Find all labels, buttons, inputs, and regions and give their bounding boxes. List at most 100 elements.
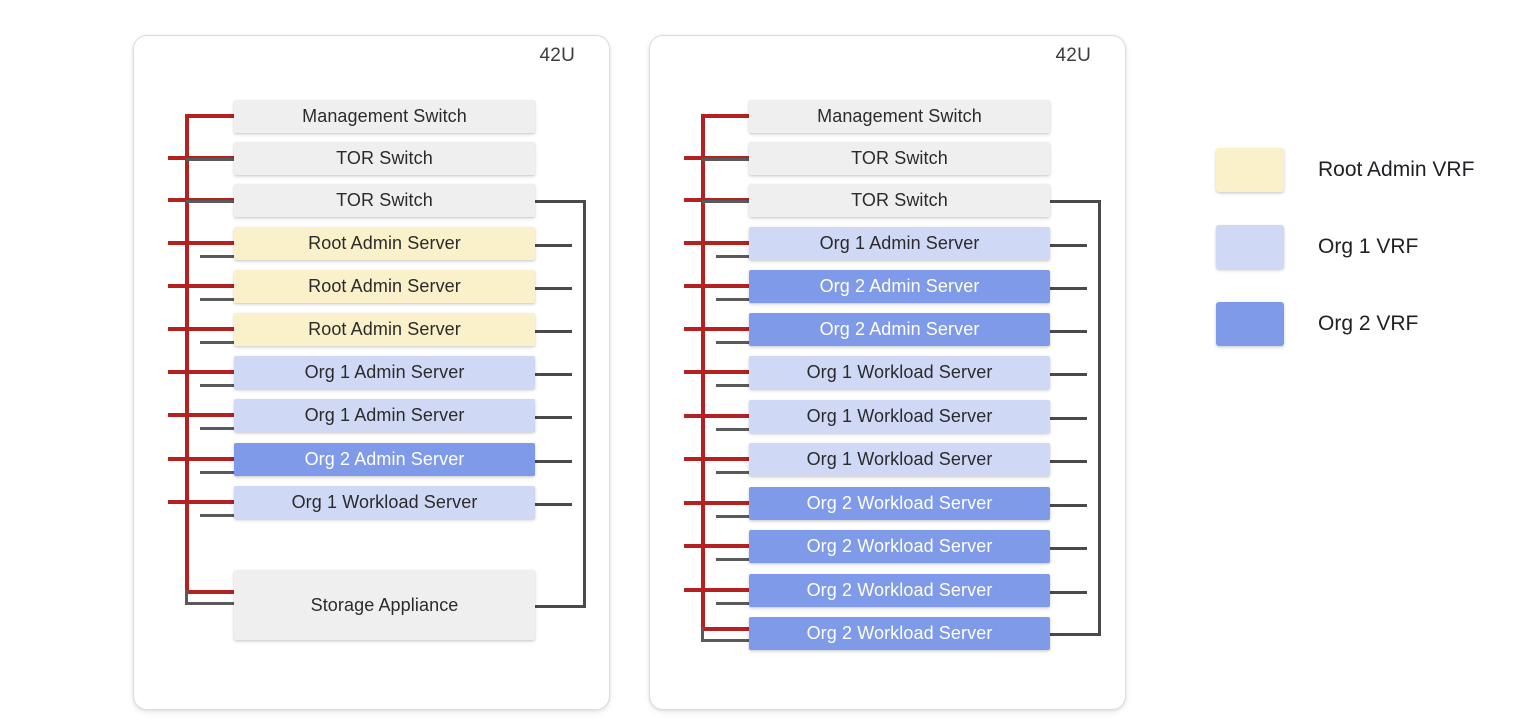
uplink-cable-bottom bbox=[535, 605, 586, 608]
data-cable-stub bbox=[200, 341, 234, 344]
rack-unit-org-1-workload-server[interactable]: Org 1 Workload Server bbox=[749, 356, 1050, 389]
uplink-cable-stub bbox=[1050, 373, 1087, 376]
power-cable-stub bbox=[185, 114, 234, 118]
uplink-cable-stub bbox=[1050, 460, 1087, 463]
data-cable-stub bbox=[716, 471, 749, 474]
uplink-cable-stub bbox=[535, 330, 572, 333]
power-cable-stub bbox=[684, 588, 749, 592]
data-cable-stub bbox=[200, 427, 234, 430]
data-cable-vertical bbox=[701, 627, 704, 642]
data-cable-stub bbox=[716, 341, 749, 344]
rack-unit-label: Org 2 Admin Server bbox=[819, 276, 980, 296]
uplink-cable-top bbox=[535, 200, 586, 203]
rack-unit-org-2-workload-server[interactable]: Org 2 Workload Server bbox=[749, 530, 1050, 563]
data-cable-stub bbox=[716, 255, 749, 258]
uplink-cable-top bbox=[1050, 200, 1101, 203]
rack-unit-tor-switch[interactable]: TOR Switch bbox=[749, 184, 1050, 217]
legend-swatch-org2-vrf bbox=[1216, 302, 1284, 346]
rack-unit-label: Org 1 Admin Server bbox=[819, 233, 980, 253]
uplink-cable-stub bbox=[1050, 330, 1087, 333]
data-cable-stub bbox=[200, 514, 234, 517]
power-cable-stub bbox=[684, 370, 749, 374]
rack-left-capacity-label: 42U bbox=[539, 45, 575, 66]
power-cable-stub bbox=[168, 241, 234, 245]
rack-unit-label: TOR Switch bbox=[851, 148, 948, 168]
rack-unit-management-switch[interactable]: Management Switch bbox=[749, 100, 1050, 133]
rack-unit-org-1-admin-server[interactable]: Org 1 Admin Server bbox=[749, 227, 1050, 260]
uplink-cable-stub bbox=[1050, 504, 1087, 507]
rack-unit-org-1-admin-server[interactable]: Org 1 Admin Server bbox=[234, 399, 535, 432]
uplink-cable-stub bbox=[535, 416, 572, 419]
uplink-cable-stub bbox=[535, 244, 572, 247]
rack-unit-management-switch[interactable]: Management Switch bbox=[234, 100, 535, 133]
rack-unit-label: Root Admin Server bbox=[308, 319, 461, 339]
rack-unit-tor-switch[interactable]: TOR Switch bbox=[234, 142, 535, 175]
rack-unit-org-2-admin-server[interactable]: Org 2 Admin Server bbox=[749, 313, 1050, 346]
rack-unit-org-2-admin-server[interactable]: Org 2 Admin Server bbox=[234, 443, 535, 476]
rack-unit-org-1-workload-server[interactable]: Org 1 Workload Server bbox=[749, 400, 1050, 433]
rack-unit-storage-appliance[interactable]: Storage Appliance bbox=[234, 570, 535, 640]
data-cable-stub bbox=[716, 428, 749, 431]
uplink-cable-bottom bbox=[1050, 633, 1101, 636]
rack-unit-label: Org 2 Admin Server bbox=[304, 449, 465, 469]
uplink-cable-stub bbox=[1050, 591, 1087, 594]
legend-label-org2-vrf: Org 2 VRF bbox=[1318, 312, 1419, 335]
data-cable-stub bbox=[200, 384, 234, 387]
rack-unit-org-1-workload-server[interactable]: Org 1 Workload Server bbox=[749, 443, 1050, 476]
data-cable-stub bbox=[701, 639, 749, 642]
rack-unit-label: Storage Appliance bbox=[310, 594, 459, 615]
rack-unit-label: Org 1 Workload Server bbox=[806, 406, 993, 426]
power-cable-stub bbox=[168, 413, 234, 417]
data-cable-stub bbox=[716, 515, 749, 518]
data-cable-stub bbox=[716, 602, 749, 605]
power-cable-stub bbox=[168, 284, 234, 288]
power-bus-vertical bbox=[185, 116, 189, 590]
uplink-bus-vertical bbox=[583, 200, 586, 608]
rack-unit-label: Org 1 Workload Server bbox=[291, 492, 478, 512]
rack-unit-label: TOR Switch bbox=[336, 190, 433, 210]
data-cable-stub bbox=[200, 471, 234, 474]
rack-unit-label: TOR Switch bbox=[851, 190, 948, 210]
rack-unit-org-2-workload-server[interactable]: Org 2 Workload Server bbox=[749, 487, 1050, 520]
rack-unit-org-2-admin-server[interactable]: Org 2 Admin Server bbox=[749, 270, 1050, 303]
power-cable-stub bbox=[185, 590, 234, 594]
data-cable-stub bbox=[185, 602, 234, 605]
rack-unit-label: Org 1 Workload Server bbox=[806, 362, 993, 382]
rack-unit-label: Management Switch bbox=[817, 106, 982, 126]
rack-unit-org-1-admin-server[interactable]: Org 1 Admin Server bbox=[234, 356, 535, 389]
power-cable-stub bbox=[684, 457, 749, 461]
power-cable-stub bbox=[684, 544, 749, 548]
legend-label-root-admin-vrf: Root Admin VRF bbox=[1318, 158, 1475, 181]
rack-unit-label: Management Switch bbox=[302, 106, 467, 126]
power-cable-stub bbox=[684, 501, 749, 505]
data-cable-stub bbox=[716, 298, 749, 301]
uplink-cable-stub bbox=[1050, 547, 1087, 550]
rack-unit-label: Root Admin Server bbox=[308, 276, 461, 296]
data-cable-stub bbox=[200, 298, 234, 301]
legend-item-org1-vrf: Org 1 VRF bbox=[1216, 225, 1418, 269]
rack-unit-org-2-workload-server[interactable]: Org 2 Workload Server bbox=[749, 574, 1050, 607]
rack-unit-label: Org 2 Workload Server bbox=[806, 580, 993, 600]
rack-unit-tor-switch[interactable]: TOR Switch bbox=[234, 184, 535, 217]
uplink-cable-stub bbox=[535, 373, 572, 376]
rack-unit-root-admin-server[interactable]: Root Admin Server bbox=[234, 313, 535, 346]
data-cable-stub bbox=[716, 558, 749, 561]
rack-unit-org-2-workload-server[interactable]: Org 2 Workload Server bbox=[749, 617, 1050, 650]
uplink-bus-vertical bbox=[1098, 200, 1101, 636]
vrf-legend: Root Admin VRF Org 1 VRF Org 2 VRF bbox=[1216, 148, 1516, 358]
rack-unit-label: Org 2 Workload Server bbox=[806, 493, 993, 513]
uplink-cable-stub bbox=[1050, 244, 1087, 247]
rack-unit-tor-switch[interactable]: TOR Switch bbox=[749, 142, 1050, 175]
rack-unit-root-admin-server[interactable]: Root Admin Server bbox=[234, 227, 535, 260]
rack-unit-root-admin-server[interactable]: Root Admin Server bbox=[234, 270, 535, 303]
power-cable-stub bbox=[168, 457, 234, 461]
uplink-cable-stub bbox=[535, 460, 572, 463]
power-cable-stub bbox=[684, 327, 749, 331]
data-cable-stub bbox=[716, 384, 749, 387]
rack-unit-label: Org 1 Admin Server bbox=[304, 362, 465, 382]
data-cable-stub bbox=[186, 158, 234, 161]
uplink-cable-stub bbox=[1050, 417, 1087, 420]
legend-label-org1-vrf: Org 1 VRF bbox=[1318, 235, 1419, 258]
rack-unit-org-1-workload-server[interactable]: Org 1 Workload Server bbox=[234, 486, 535, 519]
